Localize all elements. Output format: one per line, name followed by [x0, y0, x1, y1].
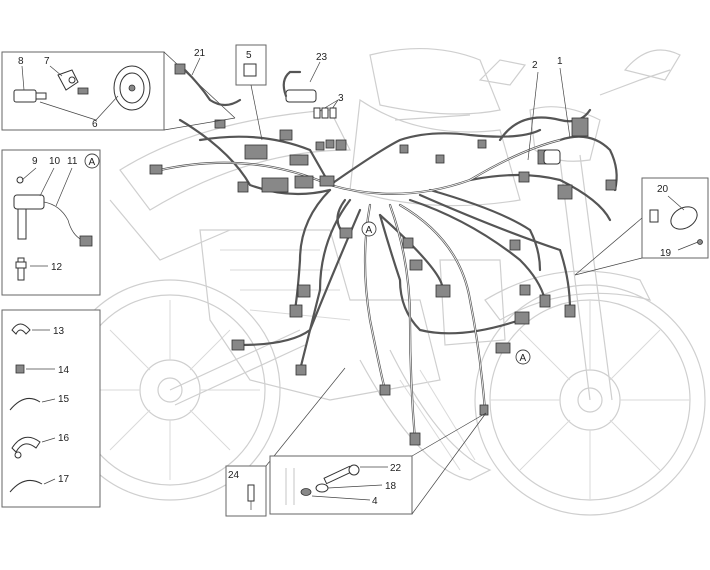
relay-part-23: [282, 70, 317, 103]
inset-box-sensors: 8 7 6: [1, 51, 236, 131]
callout-20: 20: [657, 184, 669, 195]
callout-7: 7: [44, 56, 50, 67]
callout-8: 8: [18, 56, 24, 67]
callout-1: 1: [557, 56, 563, 67]
callout-23: 23: [316, 52, 328, 63]
marker-a-circle: [84, 153, 100, 169]
horn-part-20: [649, 206, 698, 230]
screw-part-19: [697, 239, 703, 245]
marker-a-circle: [515, 349, 531, 365]
main-wiring-harness: [149, 108, 618, 446]
sensor-body-part-11: [13, 194, 93, 247]
marker-a-1: A: [89, 157, 96, 168]
inset-box-part-24: 24: [225, 367, 346, 517]
callout-19: 19: [660, 248, 672, 259]
fuses-part-3: [313, 107, 337, 119]
callout-18: 18: [385, 481, 397, 492]
inset-box-clips: 13 14 15 16 17: [1, 309, 101, 508]
callout-10: 10: [49, 156, 61, 167]
callout-2: 2: [532, 60, 538, 71]
clamp-part-16: [11, 436, 41, 459]
inset-box-part-5: 5: [235, 44, 267, 141]
nut-part-4: [300, 488, 312, 496]
marker-a-circle: [361, 221, 377, 237]
main-callouts: 21 23 3 2 1 A A: [174, 48, 571, 365]
callout-14: 14: [58, 365, 70, 376]
callout-21: 21: [194, 48, 206, 59]
washer-part-18: [315, 483, 329, 493]
inset-box-lambda-sensor: A 9 10 11 12: [1, 149, 101, 296]
callout-9: 9: [32, 156, 38, 167]
marker-a-2: A: [366, 225, 373, 236]
callout-5: 5: [246, 50, 252, 61]
callout-24: 24: [228, 470, 240, 481]
speed-sensor-part-8: [13, 89, 47, 103]
callout-15: 15: [58, 394, 70, 405]
inset-box-horn: 20 19: [574, 177, 709, 276]
nut-part-14: [15, 364, 25, 374]
ignition-part-1: [543, 149, 561, 165]
callout-11: 11: [67, 156, 78, 167]
screw-part-9: [16, 176, 24, 184]
cable-tie-part-15: [9, 397, 41, 411]
marker-a-3: A: [520, 353, 527, 364]
clip-part-13: [11, 323, 31, 335]
callout-13: 13: [53, 326, 65, 337]
callout-12: 12: [51, 262, 63, 273]
motorcycle-outline: [59, 47, 706, 516]
callout-6: 6: [92, 119, 98, 130]
bolt-part-22: [323, 464, 360, 485]
callout-4: 4: [372, 496, 378, 507]
inset-box-fasteners: 22 18 4: [269, 412, 487, 515]
tone-wheel-part-6: [113, 65, 151, 111]
callout-22: 22: [390, 463, 402, 474]
callout-16: 16: [58, 433, 70, 444]
wire-part-21: [174, 63, 242, 107]
sensor-near-marker: [495, 342, 511, 354]
bracket-part-7: [57, 69, 79, 91]
callout-3: 3: [338, 93, 344, 104]
callout-17: 17: [58, 474, 70, 485]
connector-part-small: [77, 87, 89, 95]
cable-tie-part-17: [9, 479, 43, 493]
spark-plug-part-12: [15, 257, 27, 281]
